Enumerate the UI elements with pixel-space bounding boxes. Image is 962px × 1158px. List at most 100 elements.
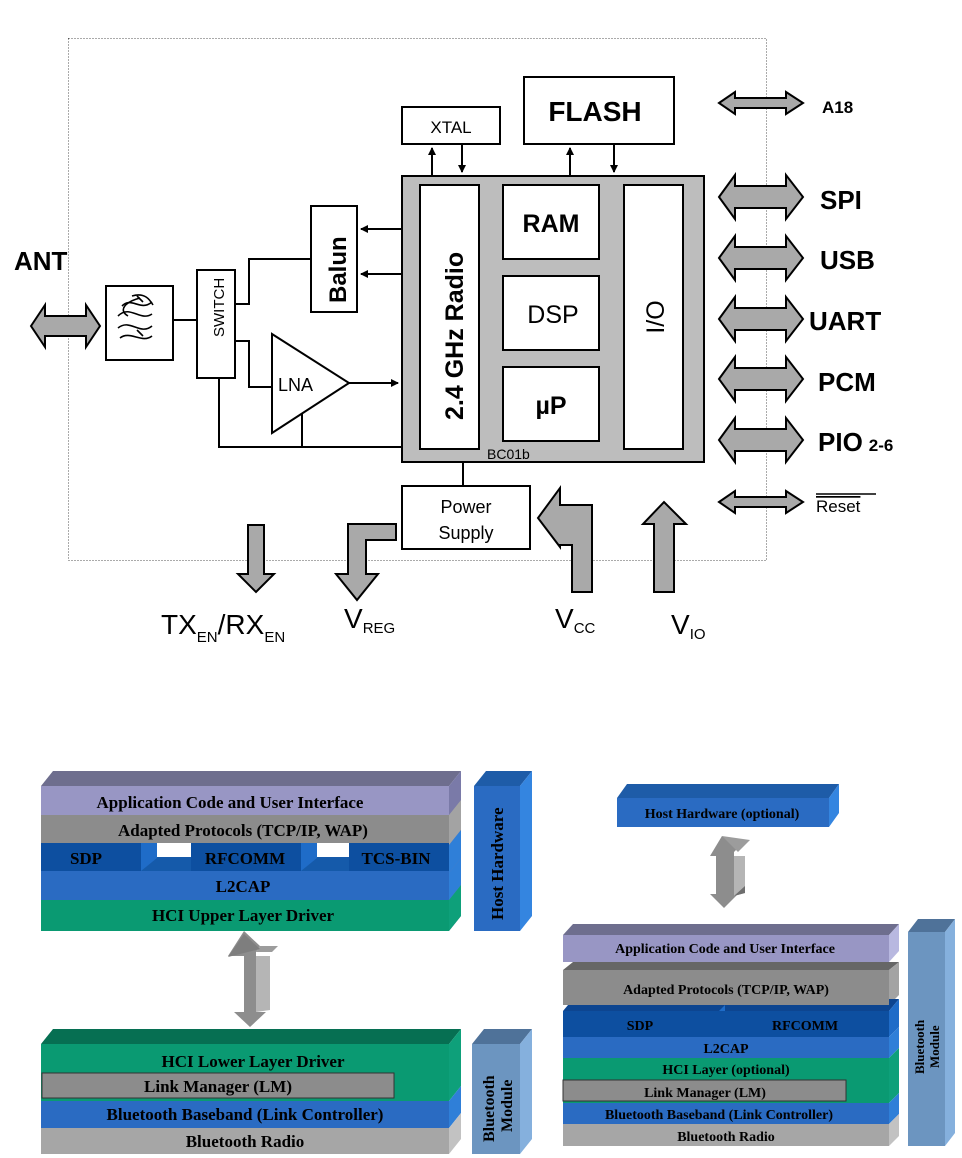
layer-app [41, 786, 449, 815]
stack-right: Host Hardware (optional) Application Cod… [562, 784, 955, 1146]
vio-arrow-icon [640, 500, 689, 593]
xtal-label: XTAL [430, 118, 471, 137]
block-diagram: ANT SWITCH Balun LNA [14, 38, 893, 646]
r-layer-link-manager [562, 1079, 847, 1102]
layer-link-manager [41, 1072, 395, 1099]
bluetooth-module-label-right-2: Module [927, 1025, 942, 1068]
radio-label: 2.4 GHz Radio [441, 252, 469, 420]
r-protocol-rfcomm-label: RFCOMM [772, 1019, 838, 1034]
vreg-arrow-icon [333, 523, 397, 602]
r-layer-radio [563, 1124, 889, 1146]
reset-arrow-icon [717, 489, 805, 515]
usb-arrow-icon [717, 232, 805, 284]
switch-label: SWITCH [211, 278, 228, 337]
layer-adapted-label: Adapted Protocols (TCP/IP, WAP) [118, 821, 368, 840]
txrx-arrow-icon [235, 524, 277, 594]
r-layer-hci-label: HCI Layer (optional) [662, 1063, 790, 1078]
switch-block [196, 269, 236, 379]
protocol-sdp-label: SDP [70, 849, 102, 868]
lna-block [271, 332, 351, 435]
stack-left-top-bevel [41, 771, 461, 786]
protocol-rfcomm [191, 843, 301, 871]
r-layer-app-label: Application Code and User Interface [615, 942, 835, 957]
dsp-label: DSP [527, 301, 578, 329]
r-layer-baseband [563, 1103, 889, 1124]
r-layer-link-manager-label: Link Manager (LM) [644, 1086, 766, 1101]
microprocessor-block [502, 366, 600, 442]
bluetooth-module-label-left-2: Module [499, 1080, 516, 1132]
a18-arrow-icon [717, 90, 805, 116]
r-layer-l2cap-label: L2CAP [703, 1042, 749, 1057]
r-layer-radio-label: Bluetooth Radio [677, 1130, 775, 1145]
filter-icon [117, 294, 154, 340]
pcm-arrow-icon [717, 353, 805, 405]
layer-l2cap [41, 871, 449, 900]
r-protocol-sdp [563, 1011, 719, 1037]
r-layer-l2cap [563, 1037, 889, 1058]
ram-label: RAM [523, 210, 580, 238]
right-link-arrow-icon [710, 836, 750, 908]
filter-block [105, 285, 174, 361]
power-supply-label-2: Supply [438, 523, 493, 543]
balun-label: Balun [325, 236, 352, 303]
host-hardware-optional [617, 798, 829, 827]
io-block [623, 184, 684, 450]
ram-block [502, 184, 600, 260]
host-hardware-label: Host Hardware [488, 807, 507, 920]
bluetooth-module-pillar-right [908, 932, 945, 1146]
protocol-sdp [41, 843, 141, 871]
power-supply-label-1: Power [440, 497, 491, 517]
protocol-tcsbin-label: TCS-BIN [362, 849, 432, 868]
interface-label-spi: SPI [820, 185, 862, 215]
layer-adapted [41, 815, 449, 843]
module-boundary [68, 38, 767, 561]
interface-label-uart: UART [809, 306, 881, 336]
r-layer-app [563, 935, 889, 962]
power-supply-block [401, 485, 531, 550]
bluetooth-module-label-left-1: Bluetooth [481, 1075, 498, 1142]
layer-baseband-label: Bluetooth Baseband (Link Controller) [107, 1105, 384, 1124]
radio-block [419, 184, 480, 450]
stack-left: Application Code and User Interface Adap… [41, 771, 532, 1154]
microprocessor-label: µP [535, 392, 566, 420]
interface-label-pcm: PCM [818, 367, 876, 397]
interface-label-usb: USB [820, 245, 875, 275]
vcc-arrow-icon [536, 484, 593, 593]
vreg-label: VREG [344, 603, 395, 637]
host-hardware-optional-label: Host Hardware (optional) [645, 807, 800, 822]
layer-app-label: Application Code and User Interface [97, 793, 364, 812]
bluetooth-module-pillar-left [472, 1044, 520, 1154]
xtal-block [401, 106, 501, 145]
protocol-tcsbin [349, 843, 449, 871]
txrx-label: TXEN/RXEN [161, 609, 285, 646]
layer-hci-upper [41, 900, 449, 931]
host-hardware-pillar [474, 786, 520, 931]
r-layer-adapted [563, 970, 889, 1005]
interface-label-a18: A18 [822, 98, 853, 117]
bluetooth-module-label-right-1: Bluetooth [912, 1019, 927, 1074]
layer-link-manager-label: Link Manager (LM) [144, 1077, 292, 1096]
pio-arrow-icon [717, 414, 805, 466]
flash-block [523, 76, 675, 145]
vio-label: VIO [671, 609, 706, 643]
chip-name-label: BC01b [487, 446, 530, 462]
lna-label: LNA [278, 375, 313, 395]
uart-arrow-icon [717, 293, 805, 345]
vcc-label: VCC [555, 603, 596, 637]
dsp-block [502, 275, 600, 351]
layer-radio [41, 1128, 449, 1154]
r-protocol-rfcomm [719, 1011, 889, 1037]
layer-hci-lower-label: HCI Lower Layer Driver [161, 1052, 344, 1071]
layer-radio-label: Bluetooth Radio [186, 1132, 305, 1151]
hci-link-arrow-icon [228, 931, 278, 1027]
layer-l2cap-label: L2CAP [216, 877, 271, 896]
antenna-arrow-icon [29, 301, 102, 351]
layer-hci-upper-label: HCI Upper Layer Driver [152, 906, 335, 925]
flash-label: FLASH [548, 96, 641, 127]
r-layer-baseband-label: Bluetooth Baseband (Link Controller) [605, 1108, 833, 1123]
r-layer-adapted-label: Adapted Protocols (TCP/IP, WAP) [623, 983, 829, 998]
antenna-label: ANT [14, 246, 68, 276]
